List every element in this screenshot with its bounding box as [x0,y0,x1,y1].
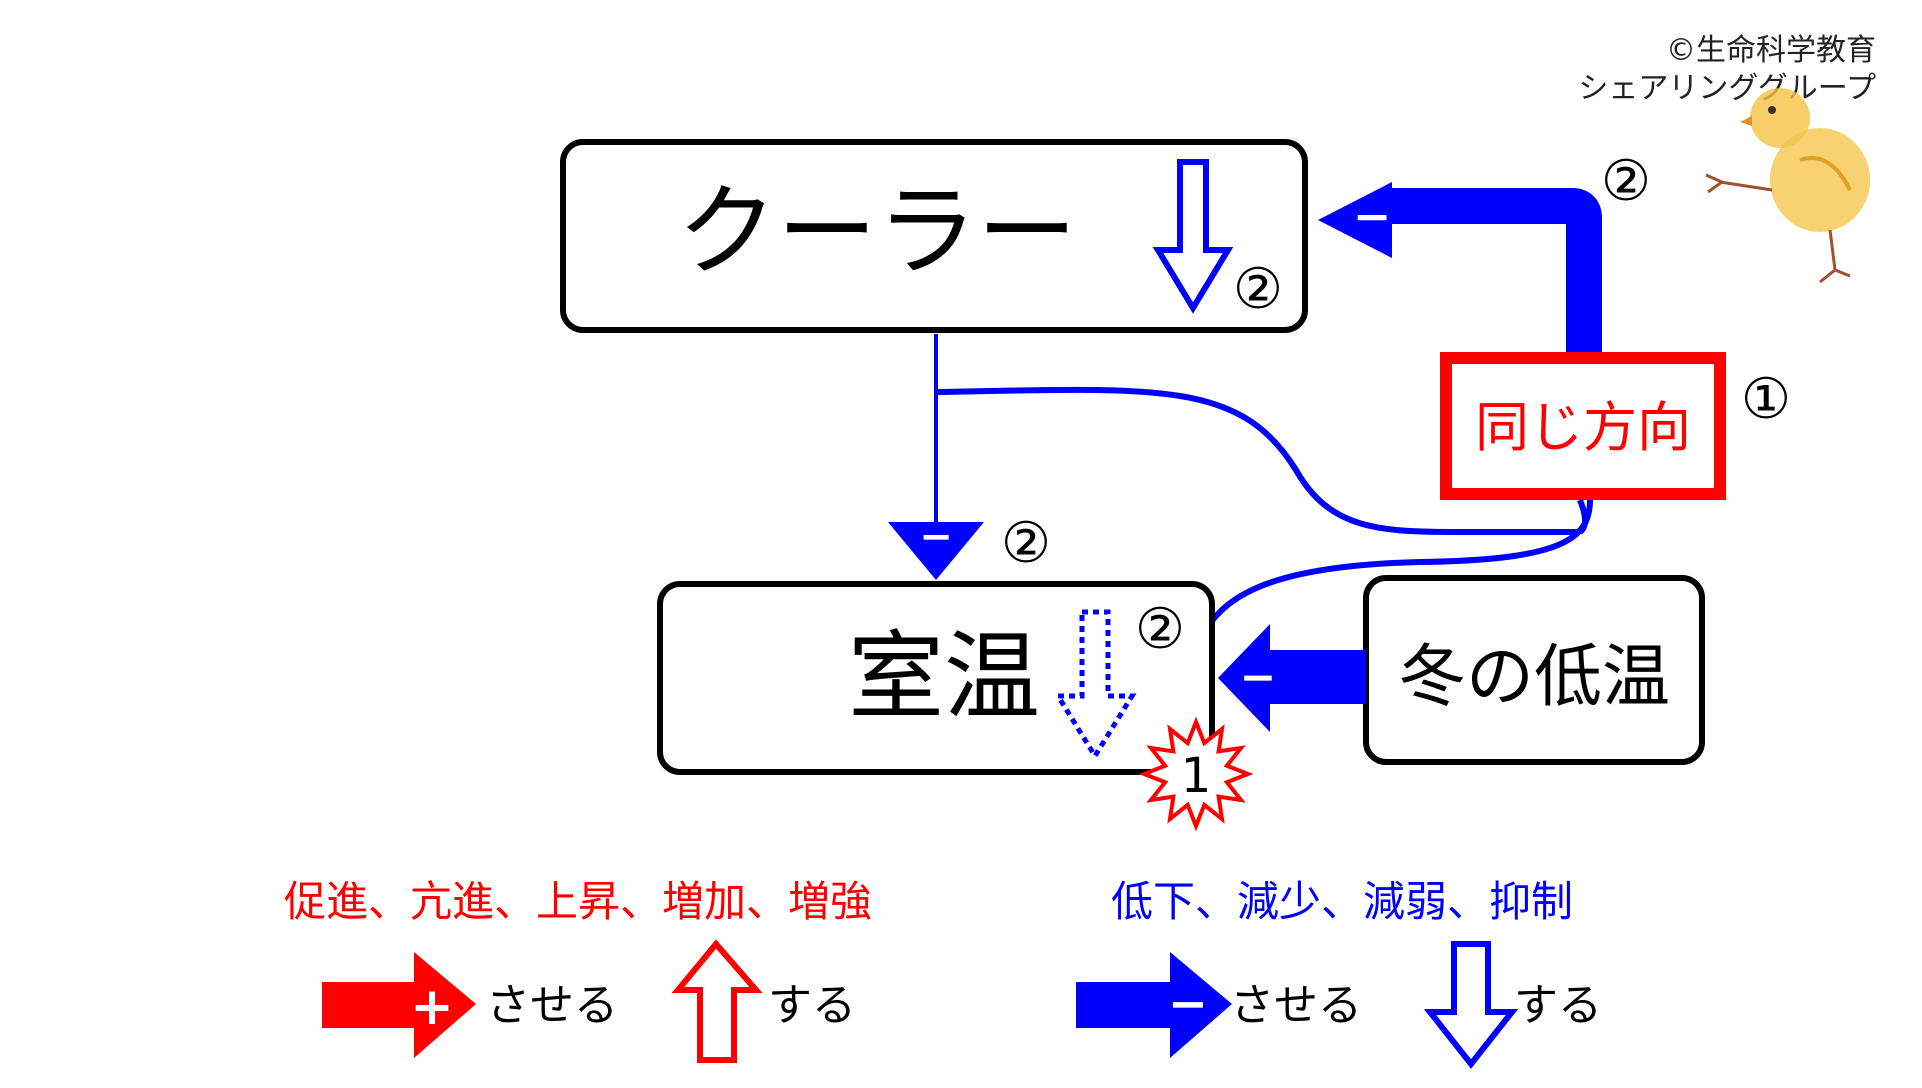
legend-blue-down-icon [1423,941,1519,1069]
room-decrease-icon [1053,609,1137,761]
legend-red-up-text: する [768,980,856,1031]
feedback-step-marker: ② [1601,149,1651,214]
down-arrow-step-marker: ② [1001,511,1051,576]
chick-drawing-icon [1705,88,1870,284]
room-temp-node [657,581,1215,775]
cooler-to-room-arrowhead [888,522,984,580]
room-state-marker: ② [1135,597,1185,662]
cooler-decrease-icon [1152,159,1234,314]
legend-blue-terms: 低下、減少、減弱、抑制 [1111,877,1573,926]
legend-minus-sign: − [1168,976,1208,1032]
legend-red-up-icon [671,939,763,1063]
copyright-line1: ©生命科学教育 [1666,33,1876,68]
explosion-star-icon [1138,716,1254,832]
feedback-arrowhead [1318,182,1392,258]
legend-blue-down-text: する [1514,980,1602,1031]
winter-cold-label: 冬の低温 [1398,638,1670,717]
legend-red-plus-arrow [322,952,476,1058]
feedback-minus-sign: − [1353,189,1392,243]
legend-red-terms: 促進、亢進、上昇、増加、増強 [284,877,872,926]
same-direction-step-marker: ① [1741,367,1791,432]
curve-junction [1577,498,1588,535]
legend-blue-arrow-text: させる [1230,980,1362,1031]
room-burst-marker: 1 [1181,748,1212,804]
copyright-line2: シェアリンググループ [1578,71,1876,106]
feedback-shaft [1388,188,1602,358]
winter-to-room-minus-sign: − [1240,652,1277,703]
same-direction-node [1440,352,1726,500]
cooler-node [560,139,1308,333]
legend-plus-sign: + [410,977,454,1037]
winter-to-room-arrow [1218,624,1366,732]
legend-red-arrow-text: させる [486,980,618,1031]
cooler-effect-curve [935,386,1580,535]
same-direction-label: 同じ方向 [1475,396,1691,459]
cooler-to-room-minus-sign: − [919,514,953,560]
room-temp-label: 室温 [848,621,1040,733]
cooler-state-marker: ② [1233,257,1283,322]
legend-blue-minus-arrow [1076,952,1232,1058]
cooler-label: クーラー [677,173,1077,290]
